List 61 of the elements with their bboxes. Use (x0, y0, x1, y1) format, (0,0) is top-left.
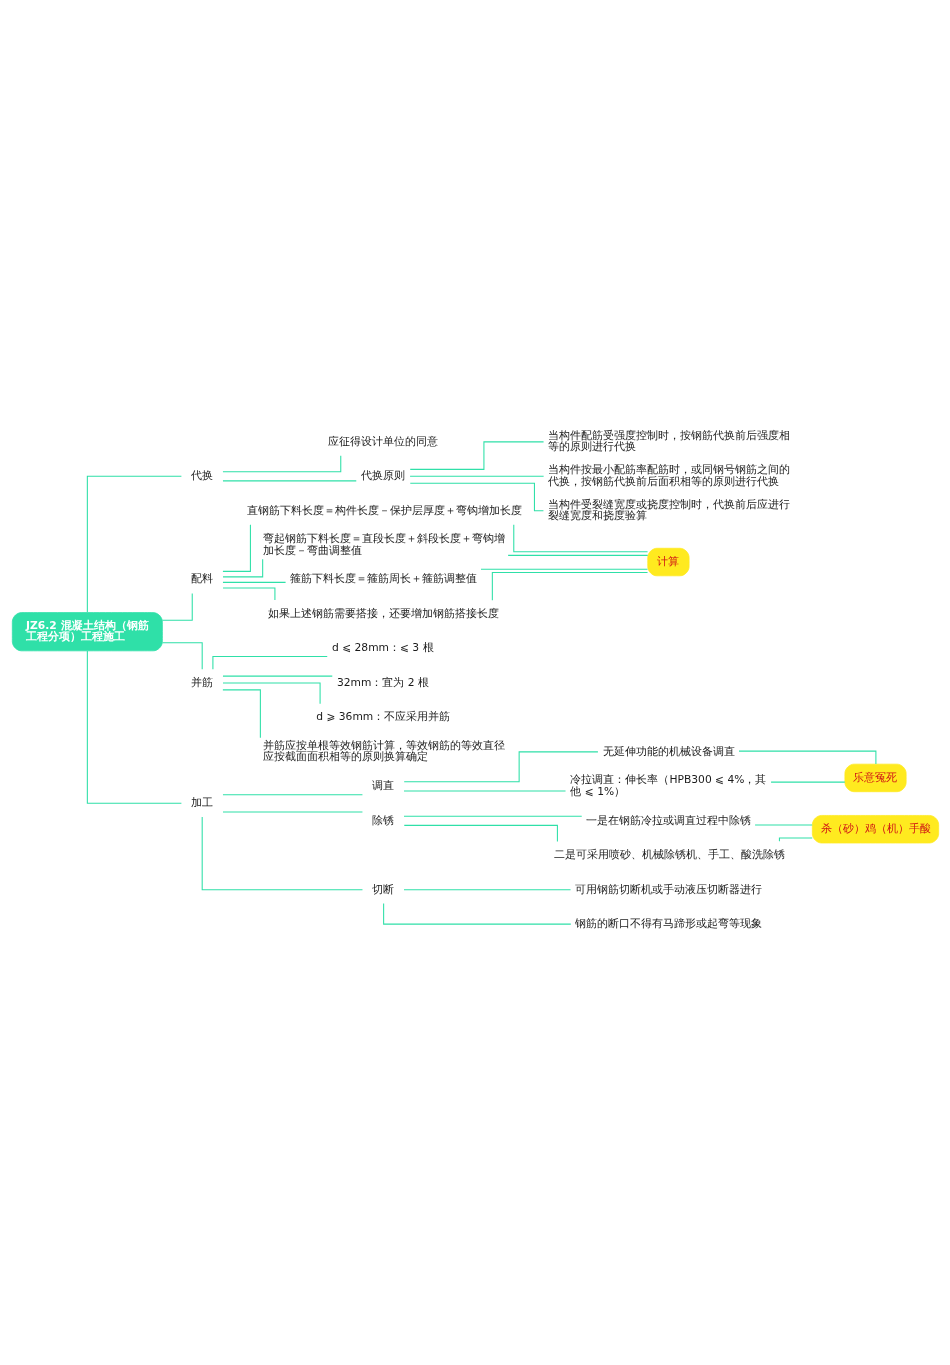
node-text: 并筋应按单根等效钢筋计算，等效钢筋的等效直径应按截面面积相等的原则换算确定 (262, 738, 505, 763)
node-text: 可用钢筋切断机或手动液压切断器进行 (574, 882, 762, 896)
node-text: 无延伸功能的机械设备调直 (602, 744, 735, 758)
node-text: 并筋 (190, 675, 213, 689)
node-text: 如果上述钢筋需要搭接，还要增加钢筋搭接长度 (267, 606, 499, 620)
connector (221, 558, 263, 577)
connector (201, 816, 363, 890)
node-text: 配料 (190, 571, 213, 585)
connector (221, 793, 363, 795)
connector (221, 454, 341, 472)
node-text: 弯起钢筋下料长度＝直段长度＋斜段长度＋弯钩增加长度－弯曲调整值 (262, 531, 505, 557)
connector (221, 688, 261, 738)
node-text: 直钢筋下料长度＝构件长度－保护层厚度＋弯钩增加长度 (246, 503, 522, 517)
node-text: d ⩽ 28mm：⩽ 3 根 (331, 640, 434, 654)
connector (221, 681, 321, 704)
connector (211, 655, 328, 670)
connector (491, 571, 648, 601)
node-text: 代换原则 (360, 468, 405, 482)
connector (409, 482, 544, 511)
connector (221, 523, 251, 572)
node-text: 箍筋下料长度＝箍筋周长＋箍筋调整值 (289, 571, 477, 585)
connector (382, 902, 571, 925)
connector (737, 750, 876, 764)
connector (222, 586, 275, 601)
connector (403, 750, 598, 782)
connector (221, 479, 357, 481)
connector (770, 781, 845, 783)
connector (409, 475, 544, 477)
connector (86, 650, 182, 804)
connector (778, 837, 813, 842)
node-text: 一是在钢筋冷拉或调直过程中除锈 (586, 813, 752, 827)
node-text: 冷拉调直：伸长率（HPB300 ⩽ 4%，其他 ⩽ 1%） (569, 772, 766, 798)
node-box: 计算 (646, 547, 689, 576)
node-text: 钢筋的断口不得有马蹄形或起弯等现象 (574, 916, 762, 930)
node-box: 乐意冤死 (844, 763, 907, 792)
connector (402, 888, 571, 890)
connector (86, 475, 182, 613)
connector (403, 824, 558, 842)
node-box: 杀（砂）鸡（机）手酸 (811, 814, 939, 843)
node-text: 应征得设计单位的同意 (328, 434, 439, 448)
node-text: 切断 (371, 882, 394, 896)
connector (221, 581, 286, 583)
node-box: JZ6.2 混凝土结构（钢筋工程分项）工程施工 (11, 611, 163, 651)
node-text: 当构件配筋受强度控制时，按钢筋代换前后强度相等的原则进行代换 (547, 428, 790, 453)
node-text: 当构件受裂缝宽度或挠度控制时，代换前后应进行裂缝宽度和挠度验算 (547, 497, 790, 522)
node-text: 加工 (190, 795, 213, 809)
connector (512, 523, 648, 552)
node-text: 调直 (371, 778, 394, 792)
node-text: 代换 (190, 468, 213, 482)
node-text: 除锈 (371, 813, 394, 827)
connector (409, 440, 544, 470)
node-text: 二是可采用喷砂、机械除锈机、手工、酸洗除锈 (553, 847, 785, 861)
connector (507, 554, 648, 556)
connector (221, 675, 333, 677)
connector (161, 592, 193, 621)
connector (479, 568, 648, 570)
node-text: 32mm：宜为 2 根 (336, 675, 429, 689)
connector (161, 641, 203, 670)
node-text: 当构件按最小配筋率配筋时，或同钢号钢筋之间的代换，按钢筋代换前后面积相等的原则进行代换 (547, 462, 790, 488)
connector (402, 815, 582, 817)
node-text: d ⩾ 36mm：不应采用并筋 (315, 709, 450, 723)
